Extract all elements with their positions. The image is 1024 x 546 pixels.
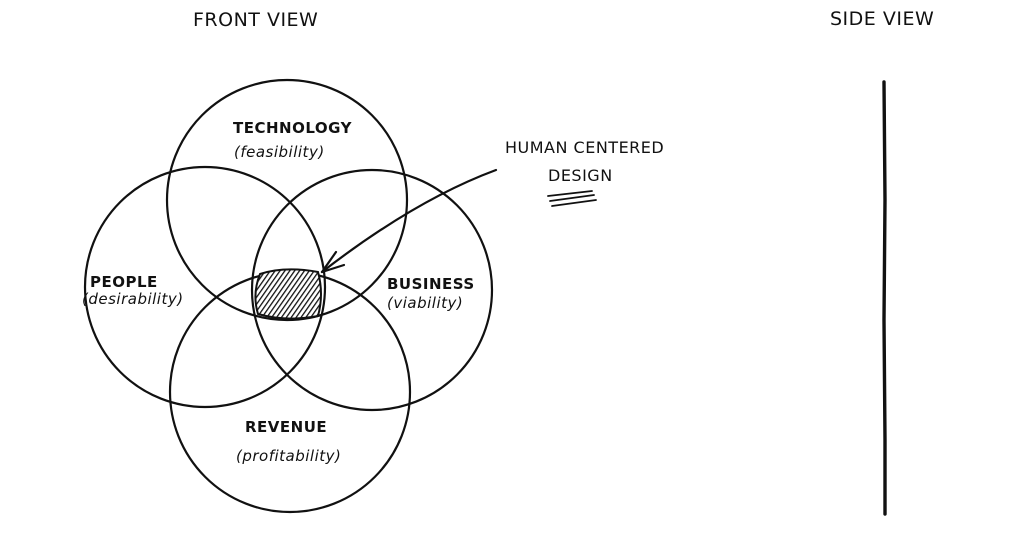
business-circle <box>250 168 494 412</box>
side-view-heading: SIDE VIEW <box>830 8 934 30</box>
callout-line-1: HUMAN CENTERED <box>505 138 664 157</box>
technology-label: TECHNOLOGY <box>233 119 353 137</box>
front-view-heading: FRONT VIEW <box>193 9 318 31</box>
venn-diagram <box>83 78 494 514</box>
callout-underline <box>547 190 597 207</box>
people-circle <box>83 165 327 409</box>
business-sublabel: (viability) <box>387 294 463 312</box>
callout-arrow <box>320 168 498 274</box>
human-centered-intersection <box>254 268 322 320</box>
technology-sublabel: (feasibility) <box>234 143 325 161</box>
business-label: BUSINESS <box>387 275 475 293</box>
side-view-line <box>882 80 887 516</box>
technology-circle <box>165 78 409 322</box>
callout-line-2: DESIGN <box>548 166 613 185</box>
revenue-sublabel: (profitability) <box>236 447 341 465</box>
revenue-label: REVENUE <box>245 418 327 436</box>
people-label: PEOPLE <box>90 273 158 291</box>
people-sublabel: (desirability) <box>82 290 184 308</box>
